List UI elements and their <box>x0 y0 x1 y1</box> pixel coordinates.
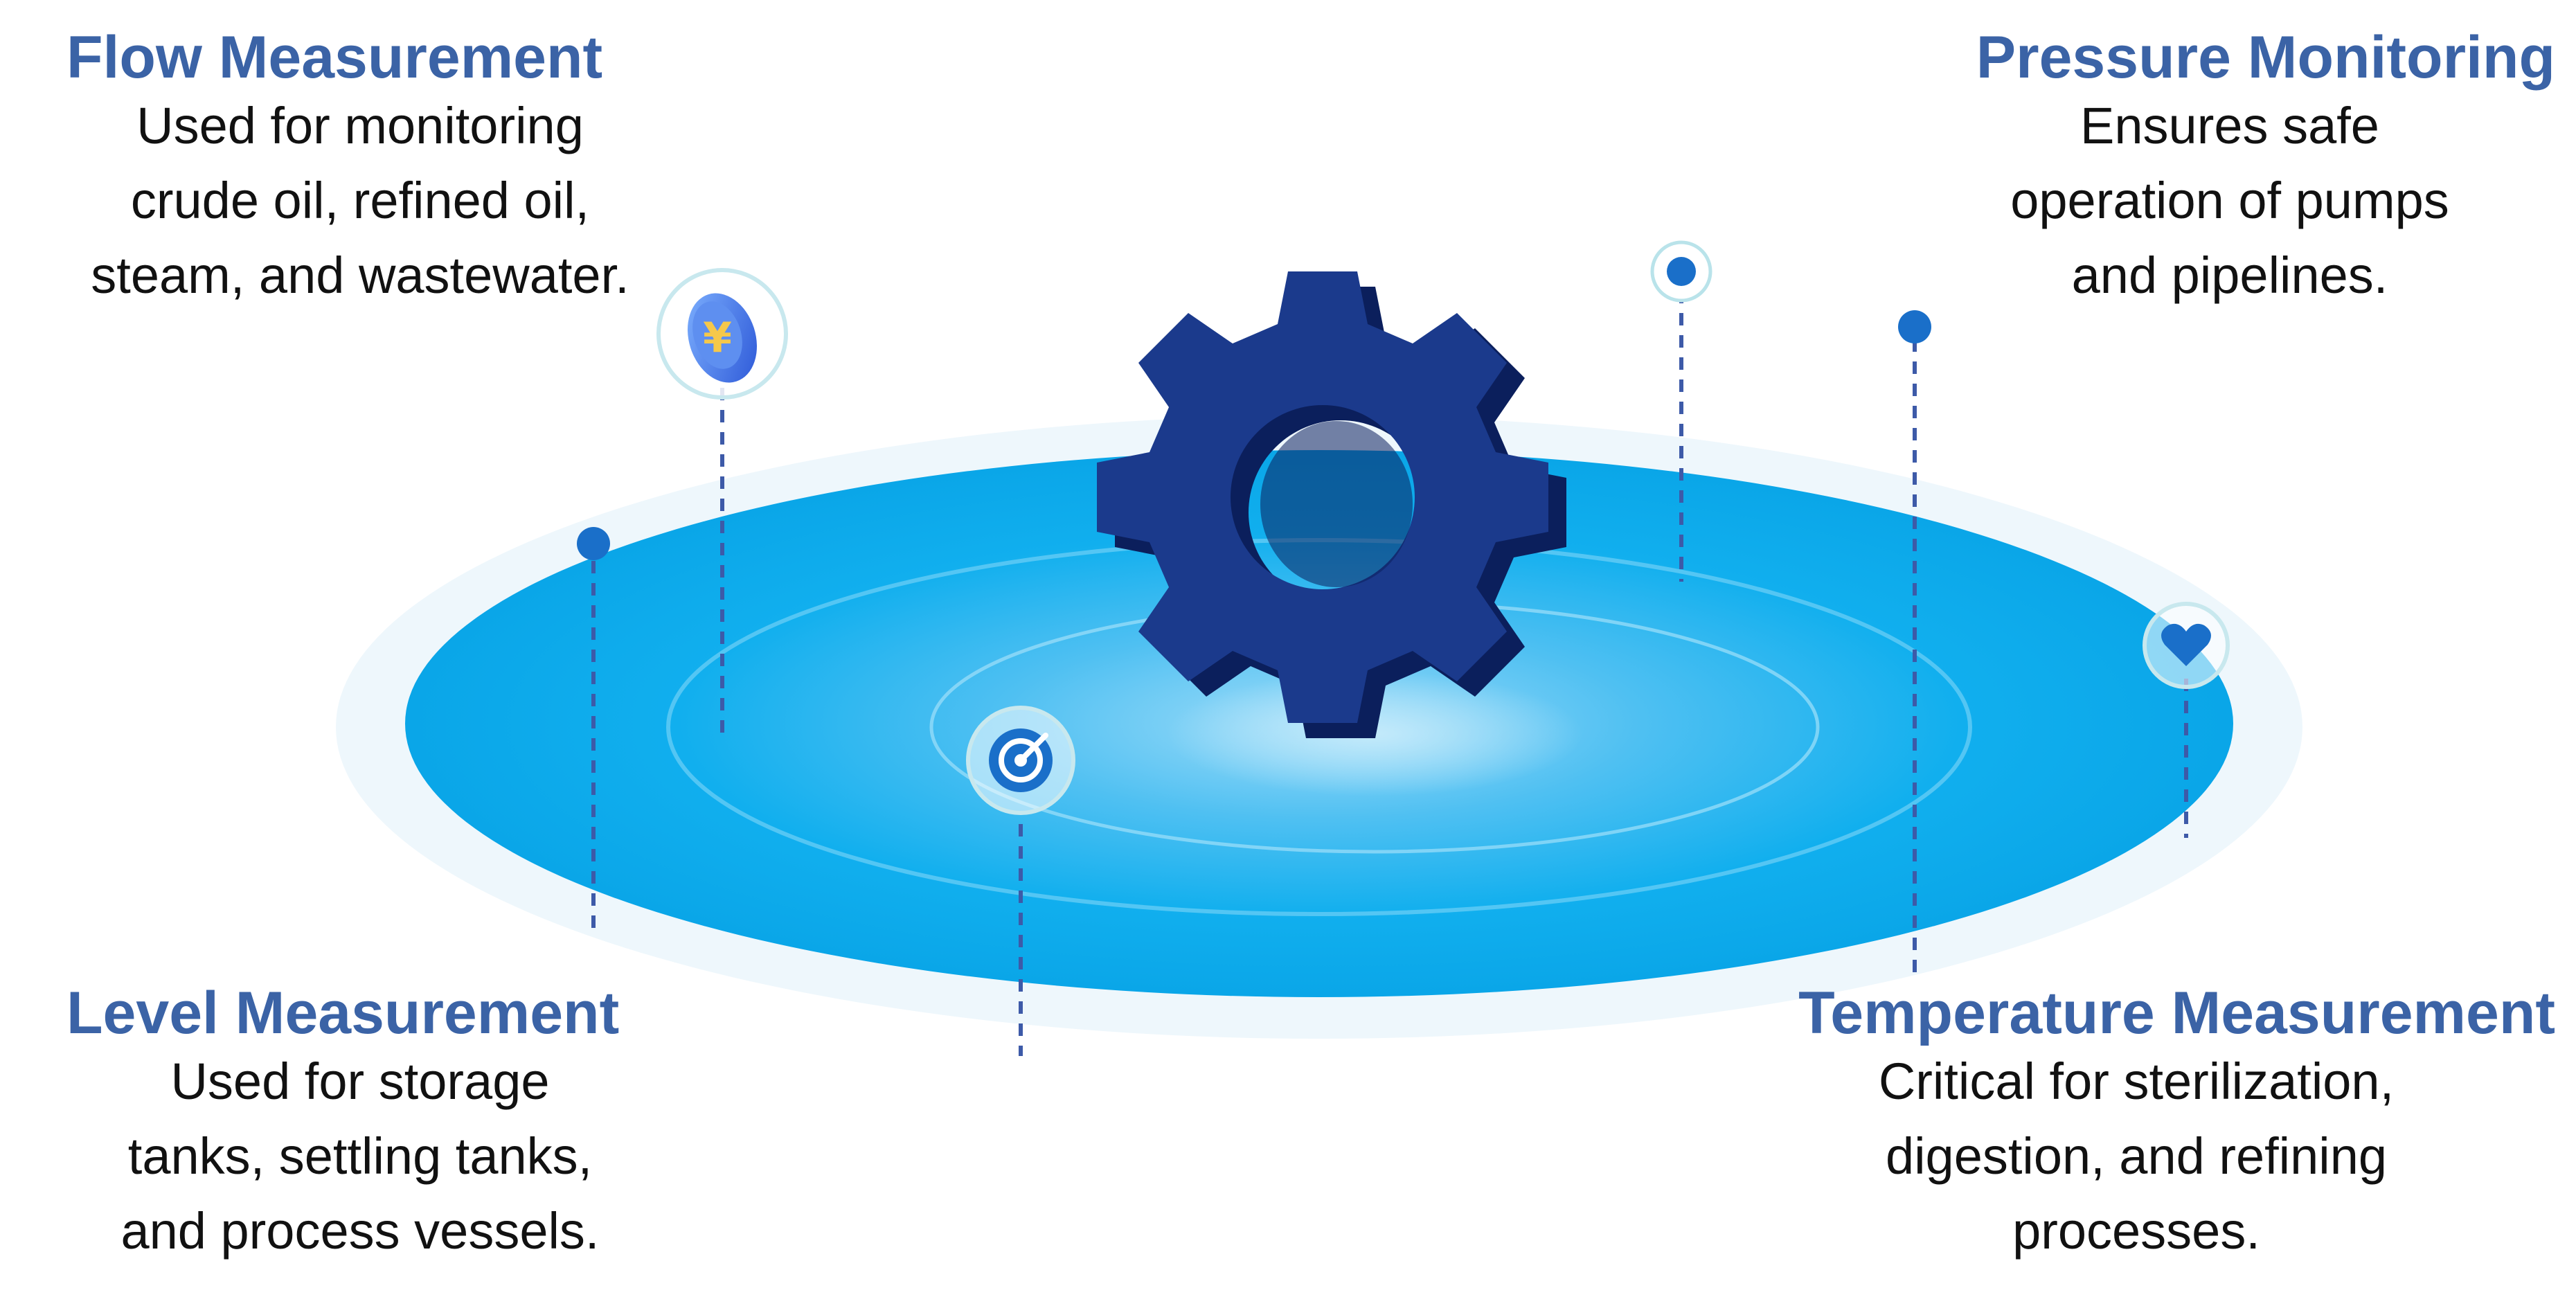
callout-flow: Flow Measurement Used for monitoring cru… <box>28 26 692 313</box>
callout-pressure-line-3: and pipelines. <box>2071 247 2388 305</box>
callout-flow-line-1: Used for monitoring <box>136 97 584 155</box>
callout-level: Level Measurement Used for storage tanks… <box>28 982 692 1269</box>
callout-flow-line-3: steam, and wastewater. <box>91 247 629 305</box>
callout-level-line-2: tanks, settling tanks, <box>127 1127 593 1186</box>
svg-text:¥: ¥ <box>703 314 732 362</box>
callout-level-line-3: and process vessels. <box>120 1202 600 1260</box>
target-icon <box>966 706 1075 815</box>
marker-dot-level <box>577 527 610 560</box>
callout-pressure-title: Pressure Monitoring <box>1976 24 2555 91</box>
callout-level-line-1: Used for storage <box>170 1053 550 1111</box>
callout-temperature-title: Temperature Measurement <box>1798 980 2555 1046</box>
callout-pressure: Pressure Monitoring Ensures safe operati… <box>1904 26 2555 313</box>
leader-lines <box>591 291 2188 1056</box>
marker-dot-temperature <box>1898 310 1931 343</box>
marker-dot-pressure <box>1650 240 1712 303</box>
callout-temperature-line-2: digestion, and refining <box>1885 1127 2388 1186</box>
heart-icon <box>2143 602 2230 689</box>
callout-flow-title: Flow Measurement <box>66 24 603 91</box>
callout-level-title: Level Measurement <box>66 980 620 1046</box>
callout-temperature-line-1: Critical for sterilization, <box>1878 1053 2395 1111</box>
callout-pressure-line-2: operation of pumps <box>2010 172 2449 230</box>
callout-pressure-line-1: Ensures safe <box>2080 97 2379 155</box>
coin-icon: ¥ <box>656 268 788 400</box>
callout-temperature-line-3: processes. <box>2012 1202 2260 1260</box>
callout-temperature: Temperature Measurement Critical for ste… <box>1717 982 2555 1269</box>
gear-icon <box>1097 271 1566 738</box>
callout-flow-line-2: crude oil, refined oil, <box>130 172 590 230</box>
